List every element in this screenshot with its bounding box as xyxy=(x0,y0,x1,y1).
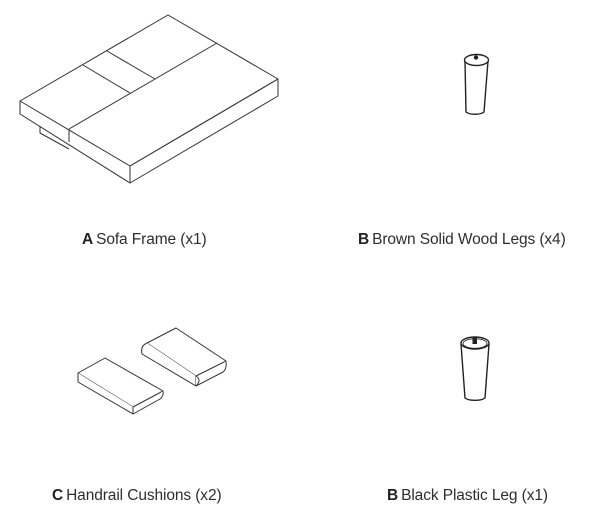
part-label: Sofa Frame (x1) xyxy=(96,231,207,248)
sofa-frame-icon xyxy=(0,0,300,200)
wood-leg-icon xyxy=(420,30,540,140)
part-sofa-frame xyxy=(0,0,300,200)
part-letter: A xyxy=(82,231,94,248)
part-handrail-cushions xyxy=(60,310,250,430)
part-label: Black Plastic Leg (x1) xyxy=(401,487,548,504)
part-wood-leg xyxy=(420,30,540,140)
part-letter: B xyxy=(387,487,399,504)
handrail-cushions-icon xyxy=(60,310,250,430)
part-label: Handrail Cushions (x2) xyxy=(66,487,222,504)
part-label: Brown Solid Wood Legs (x4) xyxy=(372,231,566,248)
plastic-leg-icon xyxy=(420,320,540,420)
part-letter: B xyxy=(358,231,370,248)
part-letter: C xyxy=(52,487,64,504)
part-plastic-leg xyxy=(420,320,540,420)
